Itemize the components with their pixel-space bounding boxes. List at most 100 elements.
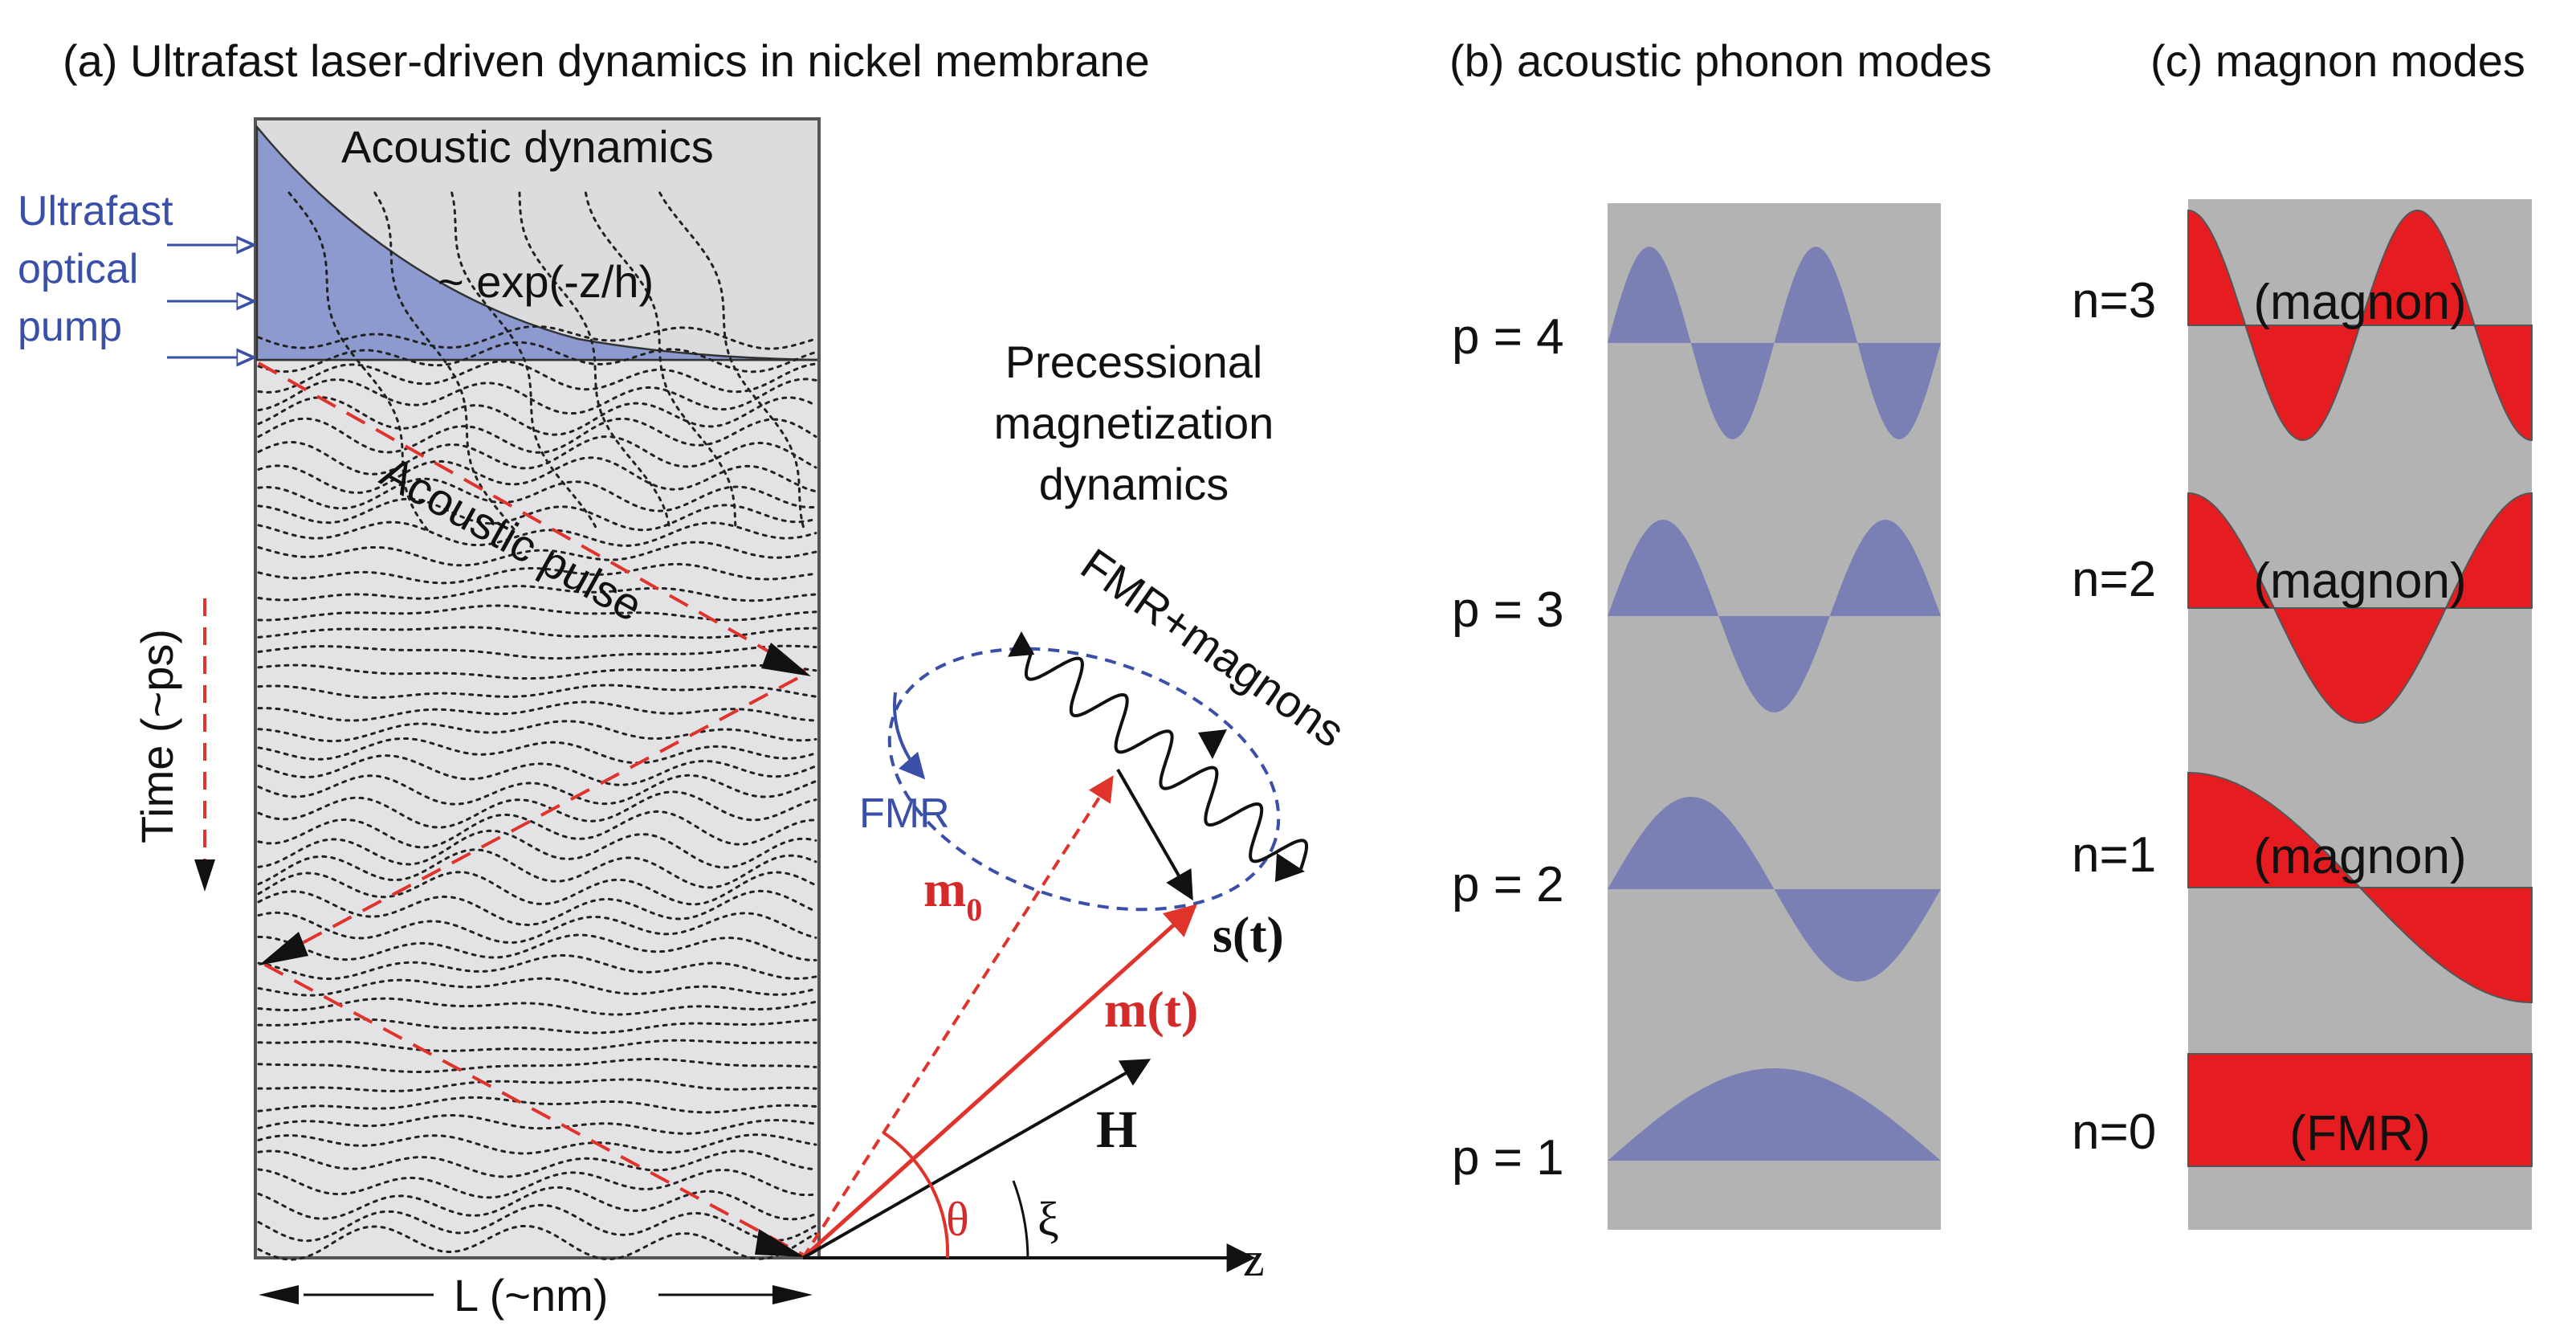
magnon-arrow-head	[1275, 853, 1305, 882]
strain-wavefront-line	[257, 520, 817, 548]
magnon-mode-n3-text: (magnon)	[2253, 275, 2466, 330]
strain-wavefront-line	[257, 378, 817, 415]
pump-label-line-3: pump	[18, 304, 122, 350]
strain-wavefront-line	[257, 456, 817, 495]
strain-wavefront-line	[257, 997, 817, 1016]
time-axis-label: Time (~ps)	[132, 629, 182, 843]
pump-label-line-2: optical	[18, 246, 138, 292]
strain-wavefront-line	[257, 1203, 817, 1243]
precession-line-1: Precessional	[1005, 337, 1263, 387]
magnon-mode-n1-text: (magnon)	[2253, 829, 2466, 884]
precession-line-3: dynamics	[1039, 459, 1229, 509]
strain-wavefront-line	[257, 911, 817, 945]
strain-wavefront-diagonal	[518, 191, 671, 532]
length-axis-left-head	[259, 1285, 299, 1304]
strain-wavefront-line	[257, 562, 817, 585]
panel-c: (c) magnon modes n=3 (magnon) n=2 (magnon) n…	[2072, 35, 2533, 1230]
m0-vector	[801, 775, 1114, 1259]
strain-wavefront-line	[257, 341, 817, 374]
magnon-mode-n1-label: n=1	[2072, 827, 2156, 883]
strain-wavefront-line	[257, 933, 817, 961]
magnon-mode-n0-shape	[2187, 1053, 2533, 1167]
m0-label: m0	[923, 860, 982, 928]
strain-wavefront-line	[257, 435, 817, 476]
strain-wavefront-line	[257, 700, 817, 722]
panel-c-title: (c) magnon modes	[2150, 35, 2525, 86]
strain-wavefront-diagonal	[287, 191, 429, 532]
phonon-mode-p2-shape	[1608, 797, 1941, 982]
phonon-mode-p2-label: p = 2	[1452, 857, 1564, 912]
panel-b-title: (b) acoustic phonon modes	[1449, 35, 1992, 86]
s-t-vector	[1116, 769, 1193, 901]
strain-wavefront-line	[257, 1149, 817, 1178]
magnon-arrow-mid	[1198, 729, 1227, 759]
strain-wavefront-line	[257, 774, 817, 806]
phonon-mode-p1-label: p = 1	[1452, 1130, 1564, 1186]
decay-formula: ~ exp(-z/h)	[438, 256, 654, 307]
s-t-label: s(t)	[1213, 906, 1284, 963]
phonon-mode-p3-shape	[1608, 520, 1941, 712]
strain-wavefront-line	[257, 720, 817, 743]
strain-wavefront-line	[257, 325, 817, 350]
phonon-mode-p1-shape	[1608, 1068, 1941, 1161]
m0-symbol: m	[923, 860, 966, 917]
xi-arc	[1012, 1180, 1029, 1259]
magnon-mode-n2-label: n=2	[2072, 552, 2156, 607]
h-field-vector	[802, 1059, 1151, 1259]
strain-wavefront-line	[257, 1133, 817, 1155]
theta-label: θ	[946, 1193, 969, 1246]
time-axis-arrowhead	[194, 859, 215, 892]
strain-wavefront-line	[257, 810, 817, 849]
phonon-mode-p3-label: p = 3	[1452, 582, 1564, 638]
pulse-arrowhead-2	[259, 932, 308, 965]
strain-wavefront-line	[257, 889, 817, 927]
precession-line-2: magnetization	[994, 398, 1274, 448]
strain-wavefront-line	[257, 871, 817, 906]
pump-label-line-1: Ultrafast	[18, 188, 173, 235]
strain-wavefront-line	[257, 1113, 817, 1135]
panel-a: (a) Ultrafast laser-driven dynamics in n…	[18, 35, 1354, 1321]
xi-label: ξ	[1037, 1193, 1059, 1246]
magnon-mode-n2-shape	[2187, 492, 2533, 725]
acoustic-dynamics-label: Acoustic dynamics	[341, 121, 714, 172]
length-axis-label: L (~nm)	[454, 1270, 608, 1321]
panel-a-title: (a) Ultrafast laser-driven dynamics in n…	[63, 35, 1150, 86]
m-t-vector	[801, 904, 1197, 1259]
strain-wavefront-diagonal	[584, 191, 737, 532]
magnon-mode-n3-label: n=3	[2072, 273, 2156, 329]
magnon-arrow-tail	[1008, 631, 1035, 657]
strain-wavefront-line	[257, 360, 817, 394]
strain-wavefront-line	[257, 848, 817, 889]
strain-wavefront-line	[257, 1168, 817, 1199]
m0-subscript: 0	[966, 892, 982, 928]
pulse-arrowhead-3	[755, 1229, 805, 1257]
phonon-modes: p = 4 p = 3 p = 2 p = 1	[1452, 247, 1941, 1186]
strain-wavefront-diagonal	[373, 191, 516, 532]
panel-b: (b) acoustic phonon modes p = 4p = 3p = …	[1449, 35, 1992, 1230]
z-axis-label: z	[1243, 1233, 1265, 1286]
strain-wavefronts	[257, 191, 817, 1261]
fmr-rotation-arrow	[893, 692, 926, 780]
phonon-mode-p4-label: p = 4	[1452, 309, 1564, 365]
magnon-mode-n1-shape	[2187, 772, 2533, 1003]
m-t-label: m(t)	[1104, 981, 1198, 1038]
strain-wavefront-line	[257, 977, 817, 997]
magnon-modes: n=3(magnon)n=2(magnon)n=1(magnon)n=0(FMR…	[2072, 209, 2533, 1167]
strain-wavefront-line	[257, 585, 817, 602]
magnon-mode-n0-label: n=0	[2072, 1104, 2156, 1160]
strain-wavefront-diagonal	[658, 191, 805, 532]
strain-wavefront-line	[257, 541, 817, 567]
magnon-mode-n0-text: (FMR)	[2289, 1106, 2431, 1161]
strain-wavefront-diagonal	[450, 191, 599, 532]
theta-arc	[882, 1131, 950, 1259]
strain-wavefront-line	[257, 829, 817, 869]
fmr-magnons-label: FMR+magnons	[1072, 538, 1354, 757]
strain-wavefront-line	[257, 790, 817, 829]
pulse-arrowhead-1	[761, 643, 811, 676]
phonon-mode-p4-shape	[1608, 247, 1941, 439]
fmr-label: FMR	[859, 790, 950, 837]
acoustic-pulse-path	[258, 361, 811, 1256]
strain-wavefront-line	[257, 1225, 817, 1261]
strain-wavefront-line	[257, 477, 817, 512]
